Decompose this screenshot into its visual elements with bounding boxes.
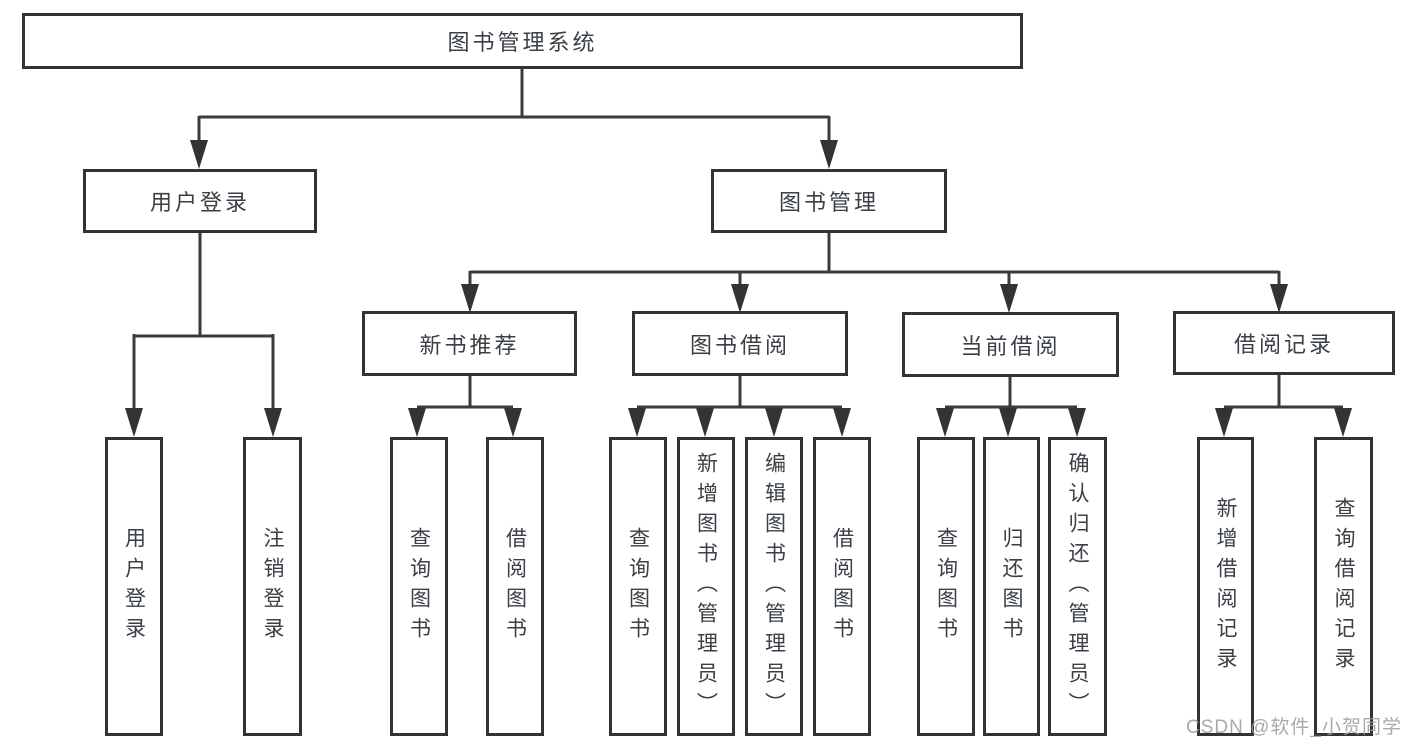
node-leaf-query-book-2: 查询图书 [609,437,667,736]
node-book-management: 图书管理 [711,169,947,233]
node-leaf-query-book-1: 查询图书 [390,437,448,736]
node-leaf-return-book: 归还图书 [983,437,1040,736]
node-leaf-borrow-book-1: 借阅图书 [486,437,544,736]
connector-paths [132,69,1343,410]
node-leaf-edit-book-admin: 编辑图书（管理员） [745,437,803,736]
node-leaf-query-book-3: 查询图书 [917,437,975,736]
node-root-system: 图书管理系统 [22,13,1023,69]
node-leaf-add-borrow-record: 新增借阅记录 [1197,437,1254,736]
node-new-book-recommend: 新书推荐 [362,311,577,376]
node-leaf-logout: 注销登录 [243,437,302,736]
node-book-borrow: 图书借阅 [632,311,848,376]
csdn-watermark: CSDN @软件_小贺同学 [1186,717,1402,738]
node-leaf-add-book-admin: 新增图书（管理员） [677,437,735,736]
node-borrow-record: 借阅记录 [1173,311,1395,375]
node-user-login: 用户登录 [83,169,317,233]
node-leaf-confirm-return-admin: 确认归还（管理员） [1048,437,1107,736]
node-current-borrow: 当前借阅 [902,312,1119,377]
node-leaf-query-borrow-record: 查询借阅记录 [1314,437,1373,736]
connector-arrowheads [125,140,1352,437]
node-leaf-borrow-book-2: 借阅图书 [813,437,871,736]
node-leaf-user-login: 用户登录 [105,437,163,736]
